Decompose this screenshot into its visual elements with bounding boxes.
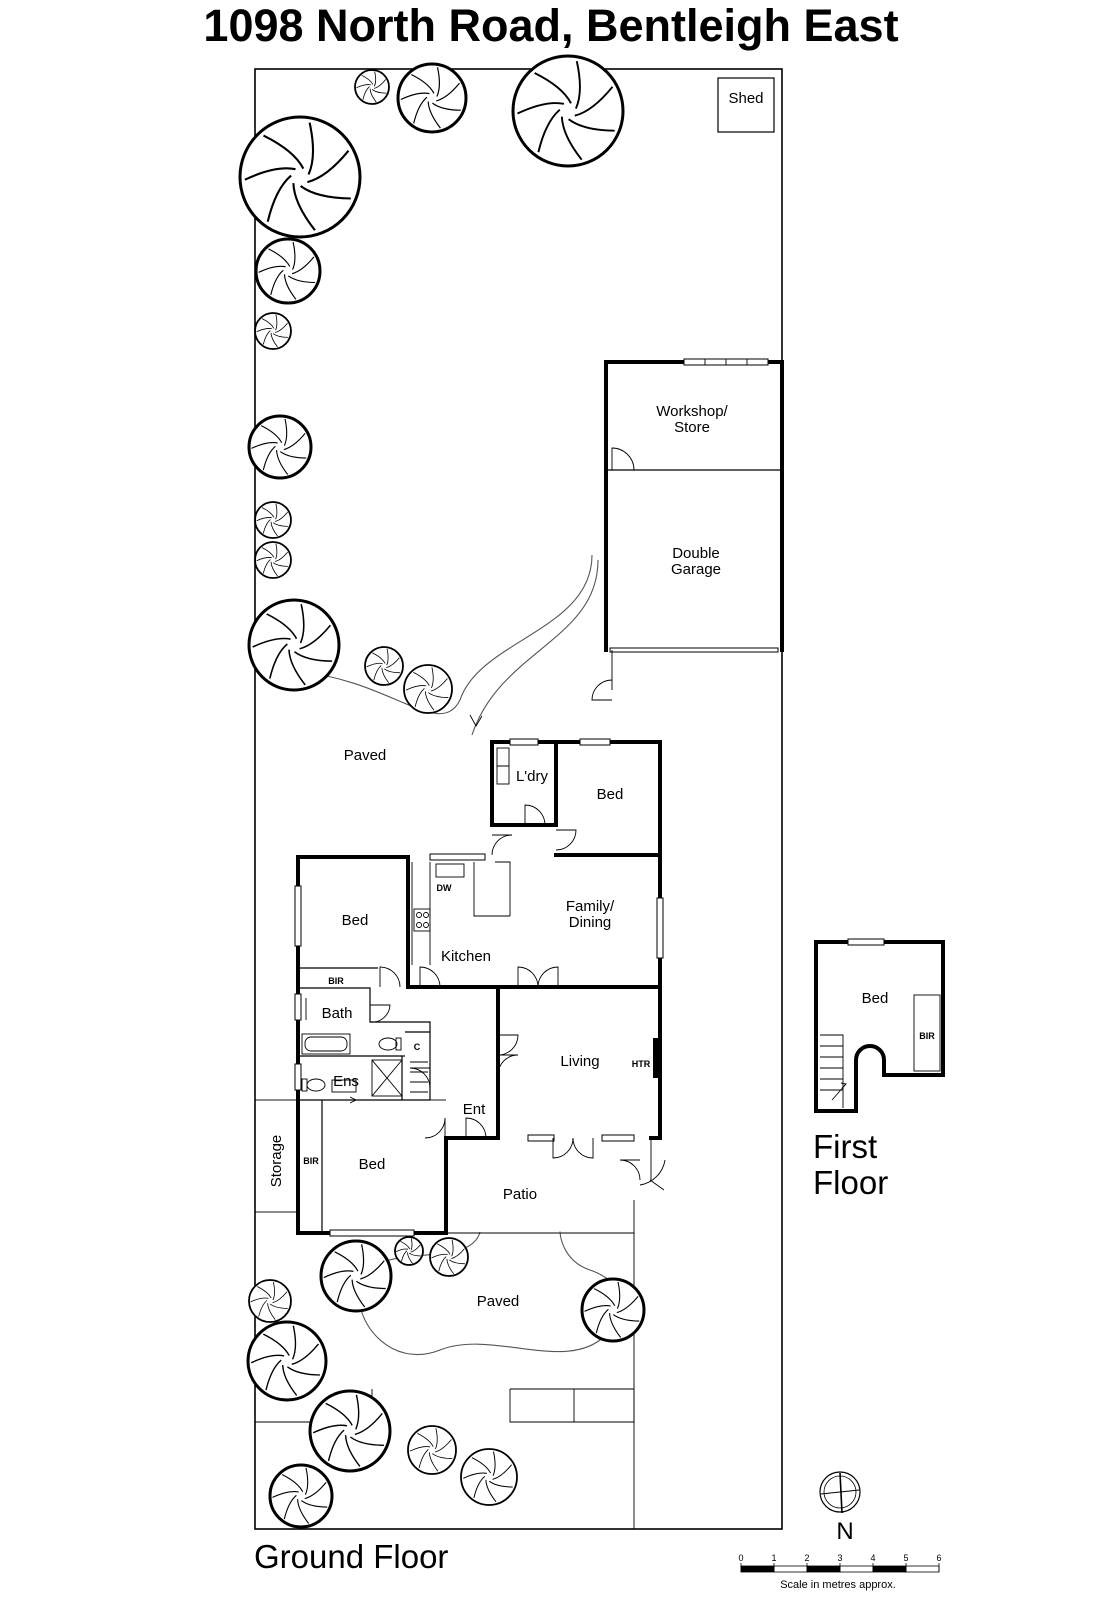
workshop-label-2: Store (674, 419, 710, 436)
tree-icon (254, 541, 292, 579)
bir-front-label: BIR (303, 1156, 319, 1166)
scale-tick-label: 6 (936, 1553, 941, 1563)
tree-icon (254, 312, 292, 350)
first-floor-label-2: Floor (813, 1164, 888, 1201)
laundry-machine (496, 765, 510, 785)
tree-icon (407, 1425, 457, 1475)
tree-icon (394, 1236, 424, 1266)
tree-icon (246, 1320, 328, 1402)
property-boundary (254, 68, 783, 1530)
scale-bar: 0 1 2 3 4 5 6 (738, 1553, 942, 1573)
bed-west-label: Bed (342, 912, 369, 929)
tree-icon (460, 1448, 518, 1506)
scale-segment (905, 1565, 940, 1573)
kitchen-label: Kitchen (441, 948, 491, 965)
scale-tick-label: 3 (837, 1553, 842, 1563)
tree-icon (308, 1389, 392, 1473)
first-floor-bed-label: Bed (862, 990, 889, 1007)
scale-tick-label: 1 (771, 1553, 776, 1563)
scale-tick-label: 0 (738, 1553, 743, 1563)
scale-segment (872, 1565, 907, 1573)
first-floor-label: First (813, 1128, 877, 1165)
shed-outline (717, 77, 775, 133)
tree-icon (511, 54, 625, 168)
bed-front-label: Bed (359, 1156, 386, 1173)
living-label: Living (560, 1053, 599, 1070)
tree-icon (354, 69, 390, 105)
tree-icon (403, 664, 453, 714)
scale-segment (839, 1565, 874, 1573)
tree-icon (580, 1277, 646, 1343)
garage-building (591, 358, 784, 701)
first-floor-bir-label: BIR (919, 1031, 935, 1041)
scale-tick-label: 4 (870, 1553, 875, 1563)
dishwasher-label: DW (437, 883, 452, 893)
garage-label-2: Garage (671, 561, 721, 578)
tree-icon (268, 1463, 334, 1529)
scale-segment (773, 1565, 808, 1573)
bir-west-label: BIR (328, 976, 344, 986)
page-title: 1098 North Road, Bentleigh East (203, 0, 898, 51)
first-floor-plan (814, 938, 945, 1113)
patio-outline (446, 1200, 635, 1234)
tree-icon (238, 115, 362, 239)
tree-icon (254, 501, 292, 539)
bath-label: Bath (322, 1005, 353, 1022)
ground-floor-label: Ground Floor (254, 1538, 448, 1575)
tree-icon (248, 1279, 292, 1323)
workshop-label: Workshop/ (656, 403, 728, 420)
ensuite-label: Ens (333, 1073, 359, 1090)
scale-tick-label: 5 (903, 1553, 908, 1563)
storage-outline (254, 1099, 299, 1213)
family-dining-label-2: Dining (569, 914, 612, 931)
heater (653, 1038, 659, 1078)
kitchen-benches (411, 861, 511, 965)
scale-segment (740, 1565, 775, 1573)
north-label: N (836, 1518, 853, 1545)
tree-icon (396, 62, 468, 134)
laundry-label: L'dry (516, 768, 549, 785)
laundry-tub (496, 747, 510, 767)
tree-icon (429, 1237, 469, 1277)
paved-front-label: Paved (477, 1293, 520, 1310)
scale-segment (806, 1565, 841, 1573)
shed-label: Shed (728, 90, 763, 107)
windows (294, 738, 664, 1237)
garden-path-north-2 (471, 559, 599, 736)
scale-tick-label: 2 (804, 1553, 809, 1563)
paved-north-label: Paved (344, 747, 387, 764)
tree-icon (319, 1239, 393, 1313)
scale-caption: Scale in metres approx. (780, 1579, 896, 1591)
tree-icon (247, 414, 313, 480)
garden-path-north (299, 554, 593, 715)
trees (238, 54, 646, 1529)
storage-label: Storage (268, 1135, 285, 1188)
compass-icon (819, 1471, 861, 1514)
garage-label: Double (672, 545, 720, 562)
family-dining-label: Family/ (566, 898, 615, 915)
bathroom-fixtures (301, 998, 428, 1104)
heater-label: HTR (632, 1059, 651, 1069)
tree-icon (247, 598, 341, 692)
door-swings (369, 804, 666, 1191)
cupboard-label: C (414, 1042, 421, 1052)
tree-icon (364, 646, 404, 686)
tree-icon (254, 237, 322, 305)
entry-label: Ent (463, 1101, 486, 1118)
patio-label: Patio (503, 1186, 537, 1203)
house-walls (296, 740, 662, 1235)
bed-rear-label: Bed (597, 786, 624, 803)
